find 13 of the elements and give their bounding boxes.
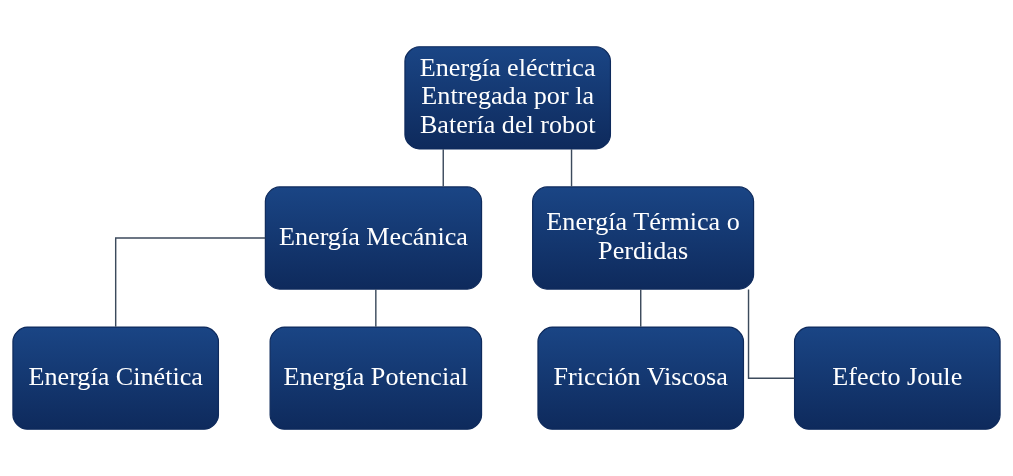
node-box: Energía Potencial (269, 326, 483, 430)
node-box: Fricción Viscosa (537, 326, 745, 430)
connector (442, 148, 444, 188)
connector (640, 288, 642, 328)
node-box: Efecto Joule (793, 326, 1001, 430)
connector (570, 148, 573, 188)
connector (114, 237, 266, 328)
node-box: Energía Mecánica (264, 186, 483, 290)
node-box: Energía Térmica o Perdidas (532, 186, 755, 290)
node-box: Energía Cinética (12, 326, 220, 430)
node-box: Energía eléctrica Entregada por la Batería del robot (404, 46, 612, 150)
connector (375, 288, 377, 328)
connector (747, 288, 796, 379)
